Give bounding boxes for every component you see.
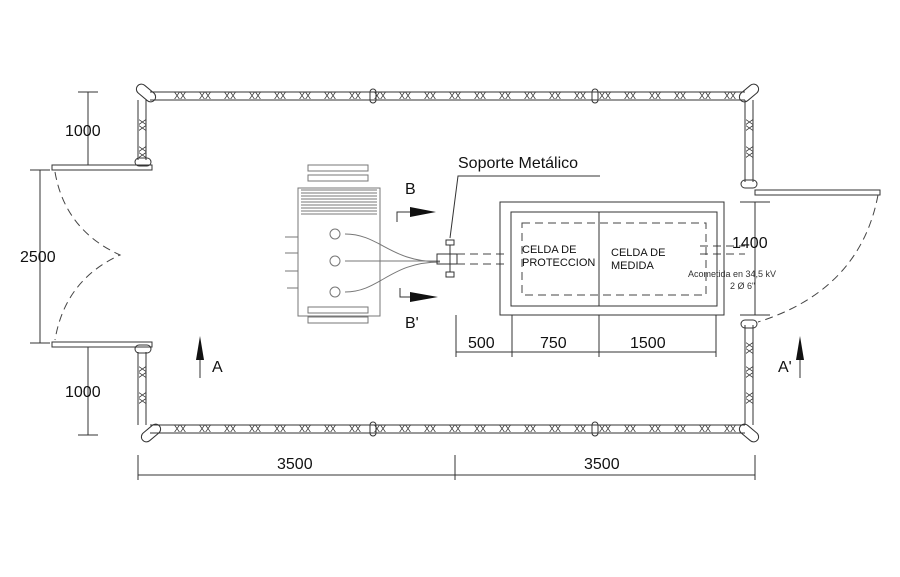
fence-x-mark: XX xyxy=(399,91,411,101)
fence-x-mark: XX xyxy=(744,119,754,131)
fence-x-mark: XX xyxy=(549,424,561,434)
fence-x-mark: XX xyxy=(549,91,561,101)
fence-x-mark: XX xyxy=(574,424,586,434)
dim-500: 500 xyxy=(468,335,495,352)
fence-x-mark: XX xyxy=(224,424,236,434)
fence-x-mark: XX xyxy=(524,424,536,434)
section-a-label: A xyxy=(212,359,223,376)
acometida-label: Acometida en 34,5 kV xyxy=(688,269,776,279)
celda-medida-label: CELDA DE xyxy=(611,247,665,259)
dim-left-bottom: 1000 xyxy=(65,384,101,401)
fence xyxy=(134,83,760,443)
fence-x-mark: XX xyxy=(724,91,736,101)
fence-x-mark: XX xyxy=(137,366,147,378)
fence-x-mark: XX xyxy=(374,424,386,434)
fence-x-mark: XX xyxy=(474,91,486,101)
fence-x-mark: XX xyxy=(674,91,686,101)
fence-x-mark: XX xyxy=(499,91,511,101)
fence-x-mark: XX xyxy=(324,91,336,101)
dim-left-gate: 2500 xyxy=(20,249,56,266)
celda-proteccion-label: CELDA DE xyxy=(522,244,576,256)
fence-x-mark: XX xyxy=(599,91,611,101)
fence-x-mark: XX xyxy=(324,424,336,434)
fence-x-mark: XX xyxy=(349,91,361,101)
left-gate xyxy=(51,164,153,348)
dim-left-top: 1000 xyxy=(65,123,101,140)
fence-x-mark: XX xyxy=(137,146,147,158)
fence-x-mark: XX xyxy=(474,424,486,434)
fence-x-mark: XX xyxy=(199,424,211,434)
fence-x-mark: XX xyxy=(424,91,436,101)
fence-x-mark: XX xyxy=(649,91,661,101)
fence-x-mark: XX xyxy=(744,392,754,404)
fence-x-mark: XX xyxy=(624,91,636,101)
fence-x-mark: XX xyxy=(524,91,536,101)
fence-x-mark: XX xyxy=(744,366,754,378)
fence-x-mark: XX xyxy=(174,424,186,434)
fence-x-mark: XX xyxy=(249,424,261,434)
fence-x-mark: XX xyxy=(724,424,736,434)
fence-x-mark: XX xyxy=(674,424,686,434)
fence-x-mark: XX xyxy=(349,424,361,434)
right-gate xyxy=(754,189,881,323)
section-a-prime-label: A' xyxy=(778,359,792,376)
fence-x-mark: XX xyxy=(449,424,461,434)
metal-support xyxy=(436,239,745,278)
soporte-leader xyxy=(449,175,600,239)
celda-medida-label-2: MEDIDA xyxy=(611,260,654,272)
dim-1500: 1500 xyxy=(630,335,666,352)
fence-x-mark: XX xyxy=(574,91,586,101)
acometida-spec: 2 Ø 6" xyxy=(730,281,755,291)
celda-proteccion-label-2: PROTECCION xyxy=(522,257,595,269)
fence-x-mark: XX xyxy=(599,424,611,434)
section-b-prime-label: B' xyxy=(405,315,419,332)
fence-x-mark: XX xyxy=(374,91,386,101)
section-b-label: B xyxy=(405,181,416,198)
fence-x-mark: XX xyxy=(699,91,711,101)
dimension-lines xyxy=(30,91,770,480)
fence-x-mark: XX xyxy=(249,91,261,101)
soporte-label: Soporte Metálico xyxy=(458,155,578,172)
dim-bottom-left: 3500 xyxy=(277,456,313,473)
fence-x-mark: XX xyxy=(499,424,511,434)
fence-x-mark: XX xyxy=(299,91,311,101)
transformer xyxy=(285,164,441,324)
fence-x-mark: XX xyxy=(624,424,636,434)
fence-x-mark: XX xyxy=(744,146,754,158)
dim-750: 750 xyxy=(540,335,567,352)
fence-x-mark: XX xyxy=(649,424,661,434)
fence-x-marks: XX XX XX XX XX XX XX XX XX XX XX XX XX XX XX XX XX XX XX XX… xyxy=(137,91,754,434)
fence-x-mark: XX xyxy=(224,91,236,101)
cells xyxy=(499,201,725,316)
fence-x-mark: XX xyxy=(137,119,147,131)
fence-x-mark: XX xyxy=(699,424,711,434)
dim-right-height: 1400 xyxy=(732,235,768,252)
section-arrows xyxy=(196,207,804,378)
fence-x-mark: XX xyxy=(299,424,311,434)
fence-x-mark: XX xyxy=(174,91,186,101)
dim-bottom-right: 3500 xyxy=(584,456,620,473)
fence-x-mark: XX xyxy=(274,91,286,101)
fence-x-mark: XX xyxy=(274,424,286,434)
fence-x-mark: XX xyxy=(424,424,436,434)
fence-x-mark: XX xyxy=(449,91,461,101)
fence-x-mark: XX xyxy=(199,91,211,101)
fence-x-mark: XX xyxy=(744,342,754,354)
fence-x-mark: XX xyxy=(137,392,147,404)
fence-x-mark: XX xyxy=(399,424,411,434)
